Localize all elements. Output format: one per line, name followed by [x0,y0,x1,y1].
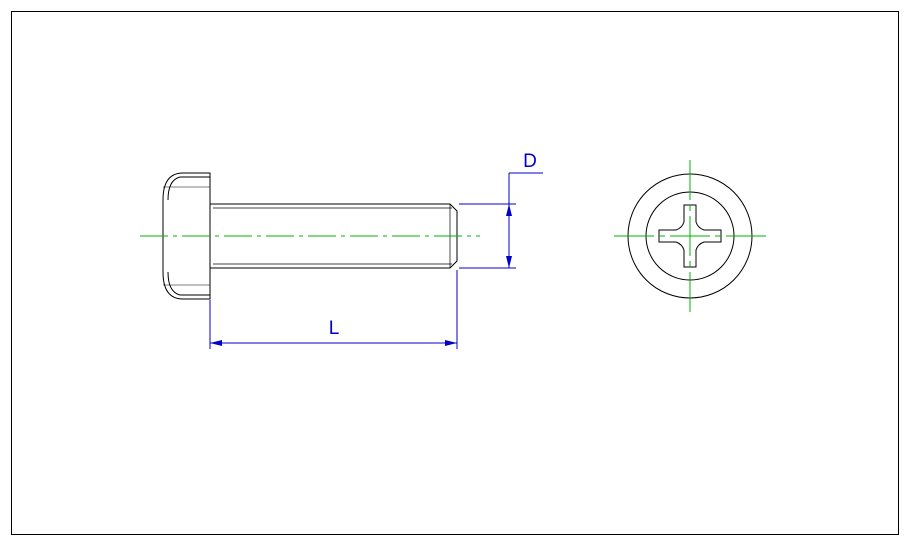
dimension-length [209,270,458,349]
end-view-centerlines [614,160,766,312]
screw-head-inner-curve [167,176,181,201]
screw-head-inner-curve-bottom [167,271,181,296]
screw-head-outline [162,172,211,300]
length-label: L [329,318,340,339]
drawing-border [11,11,899,535]
phillips-cross-recess [658,204,722,268]
diameter-label: D [523,151,537,172]
screw-side-view [162,172,458,300]
dimension-diameter [459,172,543,269]
